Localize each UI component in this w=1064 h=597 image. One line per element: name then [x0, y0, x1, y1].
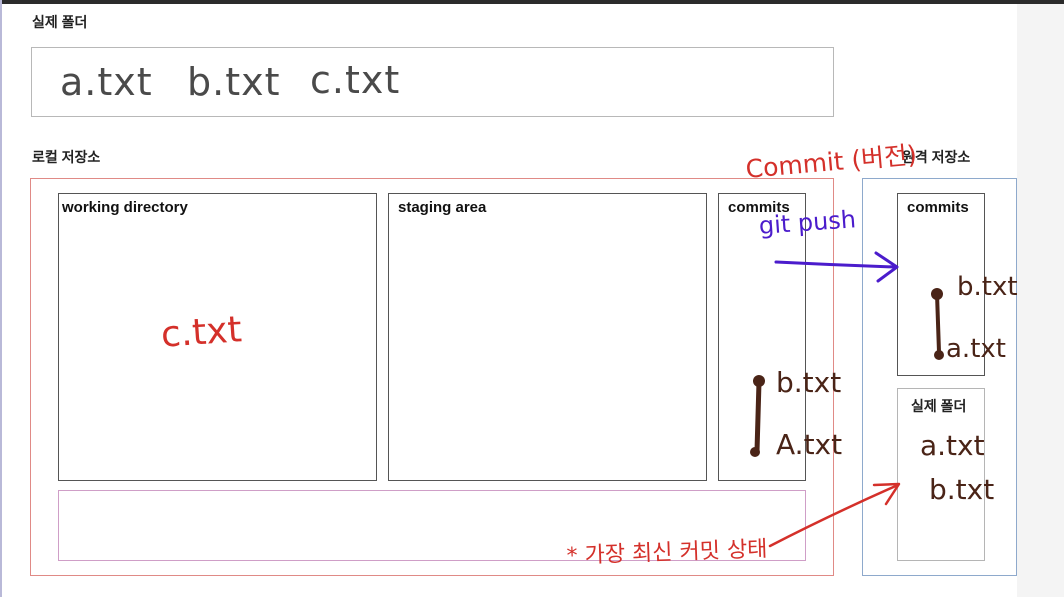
staging-area-title: staging area: [398, 199, 487, 216]
local-commit-a-txt: A.txt: [776, 428, 843, 461]
working-directory-title: working directory: [62, 199, 188, 216]
remote-file-a-txt: a.txt: [920, 429, 985, 462]
file-c-txt: c.txt: [310, 58, 401, 102]
remote-commit-b-txt: b.txt: [957, 272, 1018, 302]
local-commit-dot-a: [750, 447, 760, 457]
left-edge: [0, 0, 2, 597]
git-push-arrow-line: [774, 260, 897, 269]
remote-commit-link: [935, 292, 941, 354]
local-bottom-box: [58, 490, 806, 561]
remote-real-folder-title: 실제 폴더: [911, 398, 967, 414]
latest-state-arrowhead: [872, 482, 901, 506]
local-repo-heading: 로컬 저장소: [32, 149, 101, 165]
remote-commits-box: commits: [897, 193, 985, 376]
remote-commits-title: commits: [907, 199, 969, 216]
file-b-txt: b.txt: [187, 60, 281, 104]
latest-state-arrow-line: [768, 483, 900, 548]
git-push-arrow: [774, 251, 899, 283]
remote-repo-heading: 원격 저장소: [900, 147, 973, 167]
git-push-arrowhead: [874, 251, 899, 283]
staging-area-box: staging area: [388, 193, 707, 481]
local-repo-box: [30, 178, 834, 576]
right-margin: [1017, 4, 1064, 597]
remote-commit-a-txt: a.txt: [946, 334, 1006, 364]
remote-commit-graph: [931, 288, 944, 360]
local-commit-b-txt: b.txt: [776, 366, 842, 399]
remote-commit-dot-b: [931, 288, 943, 300]
local-commits-box: commits: [718, 193, 806, 481]
local-commits-title: commits: [728, 199, 790, 216]
latest-state-arrow: [768, 482, 901, 548]
remote-repo-box: [862, 178, 1017, 576]
real-folder-heading: 실제 폴더: [32, 14, 88, 30]
local-commit-dot-b: [753, 375, 765, 387]
real-folder-box: a.txt b.txt c.txt: [31, 47, 834, 117]
file-a-txt: a.txt: [60, 60, 153, 104]
local-commit-link: [754, 379, 762, 454]
remote-commit-dot-a: [934, 350, 944, 360]
remote-file-b-txt: b.txt: [929, 473, 995, 506]
local-commit-graph: [750, 375, 765, 457]
working-directory-box: working directory c.txt: [58, 193, 377, 481]
remote-real-folder-box: 실제 폴더 a.txt b.txt: [897, 388, 994, 561]
top-bar: [0, 0, 1064, 4]
